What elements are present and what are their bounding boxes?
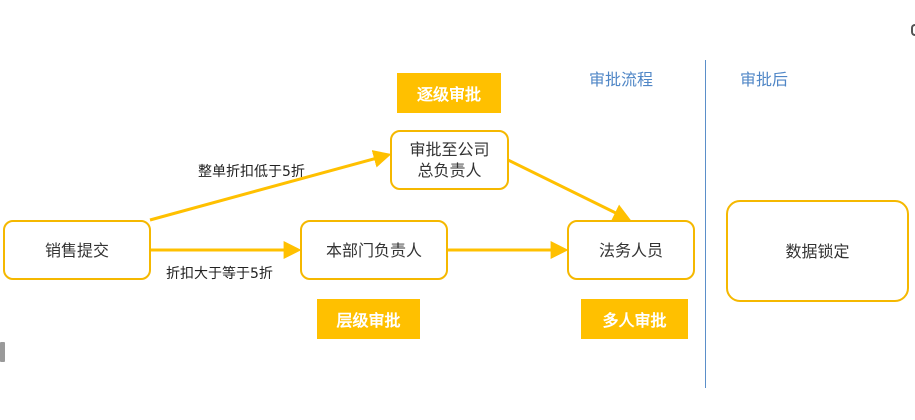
node-dept-head: 本部门负责人 xyxy=(300,220,448,280)
left-edge-handle xyxy=(0,342,5,362)
node-data-lock-label: 数据锁定 xyxy=(785,241,850,261)
section-divider xyxy=(705,60,706,388)
edge-label-discount-above-5: 折扣大于等于5折 xyxy=(166,266,273,282)
node-data-lock: 数据锁定 xyxy=(726,200,909,302)
tag-hierarchical-approval: 层级审批 xyxy=(317,299,420,339)
node-company-head-line2: 总负责人 xyxy=(417,161,482,180)
tag-multi-person-approval: 多人审批 xyxy=(581,299,688,339)
node-company-head: 审批至公司 总负责人 xyxy=(390,130,509,190)
node-legal-label: 法务人员 xyxy=(598,240,663,260)
node-sales-submit-label: 销售提交 xyxy=(44,240,109,260)
arrow-sales-to-company-head xyxy=(149,150,392,222)
section-label-approval-flow: 审批流程 xyxy=(589,70,654,89)
node-legal: 法务人员 xyxy=(567,220,695,280)
edge-label-whole-discount-below-5: 整单折扣低于5折 xyxy=(198,164,305,180)
node-dept-head-label: 本部门负责人 xyxy=(325,240,422,260)
node-company-head-line1: 审批至公司 xyxy=(409,140,490,159)
section-label-after-approval: 审批后 xyxy=(740,70,789,89)
node-sales-submit: 销售提交 xyxy=(3,220,151,280)
tag-step-by-step-approval: 逐级审批 xyxy=(397,73,501,113)
right-edge-handle xyxy=(911,24,915,36)
arrow-company-head-to-legal xyxy=(507,158,632,221)
